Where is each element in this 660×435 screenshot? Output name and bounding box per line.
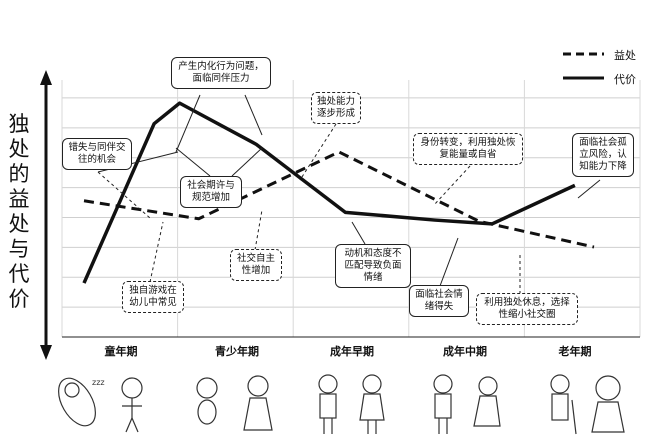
annotation-solitude-capacity: 独处能力逐步形成 xyxy=(311,92,361,124)
annotation-connector xyxy=(299,123,337,181)
legend-label-benefit: 益处 xyxy=(614,49,636,62)
series-layer xyxy=(82,101,595,284)
annotation-connector xyxy=(254,209,263,251)
y-axis-label: 独处的益处与代价 xyxy=(8,112,30,311)
annotation-connector xyxy=(577,179,601,199)
annotation-connector xyxy=(175,147,211,177)
x-tick-middle-adulthood: 成年中期 xyxy=(443,345,487,358)
annotation-internalizing-problems: 产生内化行为问题，面临同伴压力 xyxy=(171,57,271,89)
infant-figure: zzz xyxy=(58,377,105,427)
x-tick-early-adulthood: 成年早期 xyxy=(330,345,374,358)
adult-woman-figure xyxy=(359,374,385,434)
y-axis-arrow-down xyxy=(40,345,52,360)
annotation-social-emotional-gain-loss: 面临社会情绪得失 xyxy=(409,285,469,317)
annotation-social-autonomy: 社交自主性增加 xyxy=(230,249,282,281)
stage-figures: zzz xyxy=(58,374,625,435)
annotation-solitary-play: 独自游戏在幼儿中常见 xyxy=(122,281,184,313)
annotation-connector xyxy=(175,94,201,153)
annotation-connector xyxy=(351,221,366,245)
annotation-connector xyxy=(433,165,471,206)
annotation-rest-narrow-social-circle: 利用独处休息，选择性缩小社交圈 xyxy=(476,293,578,325)
svg-text:zzz: zzz xyxy=(92,378,105,387)
annotation-connector xyxy=(231,147,263,177)
series-line-cost xyxy=(82,101,576,284)
annotation-connector xyxy=(149,221,164,283)
annotation-identity-shift: 身份转变，利用独处恢复能量或自省 xyxy=(413,133,523,165)
elderly-woman-figure xyxy=(591,375,625,433)
adult-man-figure xyxy=(318,374,338,434)
teen-girl-figure xyxy=(243,375,273,431)
annotation-missed-peer-opportunities: 错失与同伴交往的机会 xyxy=(62,138,132,170)
legend-label-cost: 代价 xyxy=(614,73,636,86)
annotation-social-expectations: 社会期许与规范增加 xyxy=(180,176,242,208)
series-line-benefit xyxy=(83,150,595,249)
teen-boy-figure xyxy=(196,377,218,425)
x-tick-late-adulthood: 老年期 xyxy=(558,345,592,358)
middle-age-woman-figure xyxy=(473,376,501,427)
elderly-man-figure xyxy=(550,374,577,435)
annotation-mismatch-negative-emotion: 动机和态度不匹配导致负面情绪 xyxy=(335,244,411,288)
y-axis-arrow-up xyxy=(40,70,52,85)
child-figure xyxy=(121,377,143,433)
x-tick-childhood: 童年期 xyxy=(104,345,138,358)
annotation-connector xyxy=(439,237,459,287)
middle-age-man-figure xyxy=(433,374,453,434)
x-tick-adolescence: 青少年期 xyxy=(215,345,259,358)
annotation-connector xyxy=(244,94,263,136)
annotation-isolation-risk: 面临社会孤立风险，认知能力下降 xyxy=(572,133,634,177)
legend xyxy=(563,52,604,80)
